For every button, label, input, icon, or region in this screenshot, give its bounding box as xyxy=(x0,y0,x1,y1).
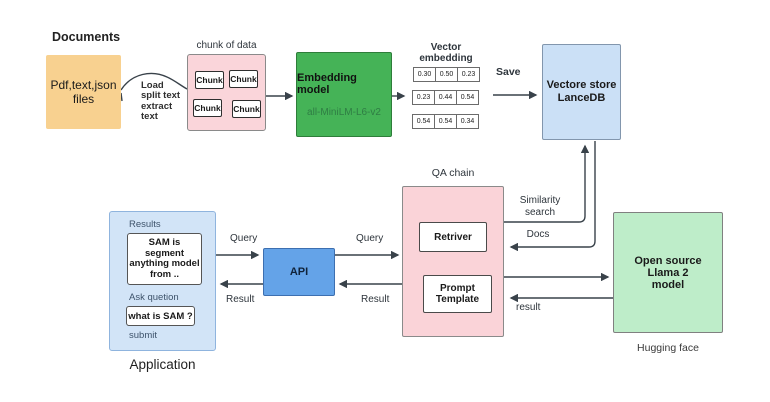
chunk-box: Chunk xyxy=(232,100,261,118)
vector-value: 0.30 xyxy=(413,67,436,82)
vector-store-box: Vectore store LanceDB xyxy=(542,44,621,140)
vector-value: 0.54 xyxy=(412,114,435,129)
ask-question-label: Ask quetion xyxy=(129,292,179,303)
results-label: Results xyxy=(129,219,161,230)
vector-value: 0.54 xyxy=(434,114,457,129)
chunk-box: Chunk xyxy=(195,71,224,89)
application-caption: Application xyxy=(129,357,196,372)
chunk-box: Chunk xyxy=(229,70,258,88)
vector-value: 0.44 xyxy=(434,90,457,105)
vector-row: 0.30 0.50 0.23 xyxy=(413,67,480,82)
qa-chain-label: QA chain xyxy=(431,167,475,179)
llama-model-box: Open source Llama 2 model xyxy=(613,212,723,333)
embedding-model-box: Embedding model all-MiniLM-L6-v2 xyxy=(296,52,392,137)
submit-label: submit xyxy=(129,330,157,341)
answer-box: SAM is segment anything model from .. xyxy=(127,233,202,285)
hugging-face-label: Hugging face xyxy=(637,342,699,354)
result-label-llm: result xyxy=(516,302,541,313)
chunk-box: Chunk xyxy=(193,99,222,117)
documents-heading: Documents xyxy=(52,30,121,44)
embedding-model-name: all-MiniLM-L6-v2 xyxy=(307,106,381,118)
vector-value: 0.23 xyxy=(412,90,435,105)
source-files-box: Pdf,text,json files xyxy=(46,55,121,129)
vector-row: 0.54 0.54 0.34 xyxy=(412,114,479,129)
chunk-of-data-label: chunk of data xyxy=(196,40,257,51)
chunk-container-box: Chunk Chunk Chunk Chunk xyxy=(187,54,266,131)
retriever-box: Retriver xyxy=(419,222,487,252)
vector-value: 0.34 xyxy=(456,114,479,129)
prompt-template-box: Prompt Template xyxy=(423,275,492,313)
result-label-left: Result xyxy=(226,294,255,305)
vector-embedding-label: Vector embedding xyxy=(419,42,473,64)
api-box: API xyxy=(263,248,335,296)
embedding-model-title: Embedding model xyxy=(297,71,357,96)
edge-source-stub xyxy=(120,92,123,102)
vector-value: 0.23 xyxy=(457,67,480,82)
save-label: Save xyxy=(496,66,521,78)
qa-chain-box xyxy=(402,186,504,337)
vector-value: 0.54 xyxy=(456,90,479,105)
load-split-note: Load split text extract text xyxy=(141,80,181,122)
vector-value: 0.50 xyxy=(435,67,458,82)
question-input-box: what is SAM ? xyxy=(126,306,195,326)
query-label-right: Query xyxy=(356,233,384,244)
docs-label: Docs xyxy=(526,229,550,240)
query-label-left: Query xyxy=(230,233,258,244)
similarity-search-label: Similarity search xyxy=(519,195,561,218)
result-label-right: Result xyxy=(361,294,390,305)
vector-row: 0.23 0.44 0.54 xyxy=(412,90,479,105)
